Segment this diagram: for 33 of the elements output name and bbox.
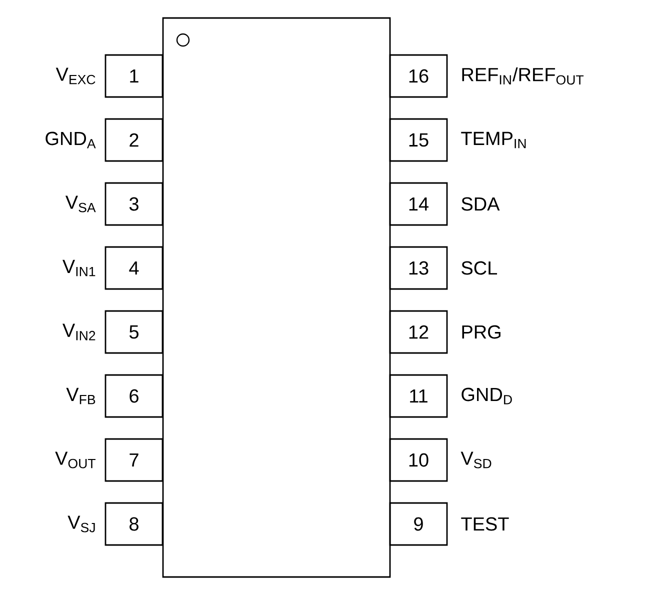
pin-box: 11 [389,374,448,418]
pin-name: GND$_{A}$ [46,132,96,148]
pin-box: 9 [389,502,448,546]
pin-name: V$_{SA}$ [65,196,96,212]
pin-box: 15 [389,118,448,162]
pin-name: V$_{IN1}$ [62,260,96,276]
pin-name: V$_{SD}$ [460,452,492,468]
pin-name: V$_{SJ}$ [68,516,95,532]
pin-name: SCL [462,261,498,275]
pin-name: V$_{FB}$ [66,388,96,404]
pin-name: V$_{IN2}$ [62,324,96,340]
pin-name: REF$_{IN}$/REF$_{OUT}$ [462,67,584,85]
pin-box: 12 [389,310,448,354]
pin-box: 14 [389,182,448,226]
chip-body [162,17,391,578]
pin-name: TEMP$_{IN}$ [461,132,526,148]
pin-box: 1 [104,54,164,98]
pin-box: 3 [104,182,164,226]
pin-box: 13 [389,246,448,290]
pin-box: 8 [104,502,164,546]
pin-name: SDA [462,197,500,211]
pin-name: V$_{EXC}$ [56,68,96,84]
pin-box: 4 [104,246,164,290]
pin-name: PRG [462,325,500,339]
pin-name: TEST [461,517,509,531]
pin-box: 7 [104,438,164,482]
pin-name: GND$_{D}$ [462,388,512,404]
pin-box: 5 [104,310,164,354]
pin-name: V$_{OUT}$ [55,452,96,468]
pin-box: 16 [389,54,448,98]
pin-box: 10 [389,438,448,482]
pin-box: 2 [104,118,164,162]
pin-box: 6 [104,374,164,418]
